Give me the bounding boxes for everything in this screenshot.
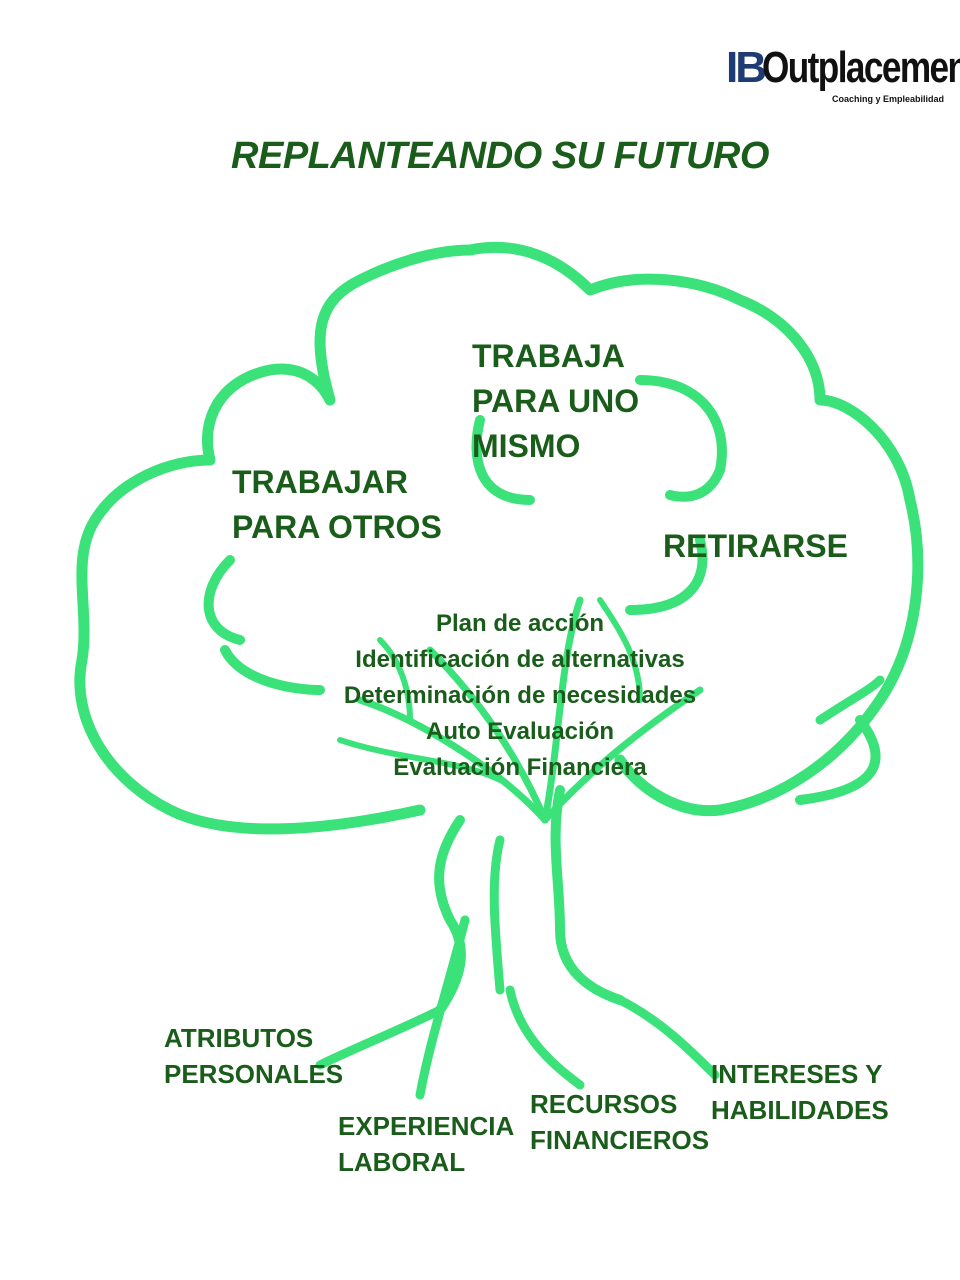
canopy-curl [203, 555, 245, 645]
trunk-right [550, 785, 625, 1005]
canopy-curl [635, 375, 727, 502]
canopy-curl [471, 415, 535, 505]
branch [337, 737, 503, 783]
company-logo: IB Outplacement Coaching y Empleabilidad [726, 42, 960, 112]
branch-label-top: TRABAJA PARA UNO MISMO [472, 338, 640, 464]
logo-tagline: Coaching y Empleabilidad [831, 94, 944, 104]
trunk-steps: Plan de acción Identificación de alterna… [270, 606, 770, 786]
logo-wordmark: Outplacement [762, 43, 960, 92]
branch [426, 646, 549, 824]
branch [356, 696, 549, 824]
root [315, 1005, 445, 1070]
canopy-curl [795, 715, 881, 805]
branch [541, 596, 584, 824]
logo-ib-mark: IB [726, 43, 767, 92]
root-label-experiencia: EXPERIENCIA LABORAL [338, 1111, 515, 1177]
root [505, 985, 585, 1090]
branch [377, 637, 413, 723]
trunk-left [434, 815, 466, 1015]
trunk-step: Evaluación Financiera [393, 754, 647, 781]
trunk-step: Identificación de alternativas [355, 646, 685, 673]
root [615, 995, 720, 1080]
root-label-intereses: INTERESES Y HABILIDADES [711, 1059, 889, 1125]
canopy-curl [220, 645, 325, 695]
canopy-curl [625, 535, 708, 615]
root-label-recursos: RECURSOS FINANCIEROS [530, 1089, 710, 1155]
trunk-step: Determinación de necesidades [343, 682, 697, 709]
canopy-curl [815, 675, 885, 725]
trunk-step: Auto Evaluación [425, 718, 615, 745]
trunk-center [489, 835, 505, 995]
canopy-outline [74, 241, 924, 835]
branch-label-right: RETIRARSE [663, 528, 848, 564]
root [415, 915, 470, 1100]
branch-label-left: TRABAJAR PARA OTROS [232, 464, 442, 545]
trunk-step: Plan de acción [435, 610, 605, 637]
branch [597, 597, 643, 703]
root-label-atributos: ATRIBUTOS PERSONALES [164, 1023, 344, 1089]
page-title: REPLANTEANDO SU FUTURO [231, 135, 769, 177]
